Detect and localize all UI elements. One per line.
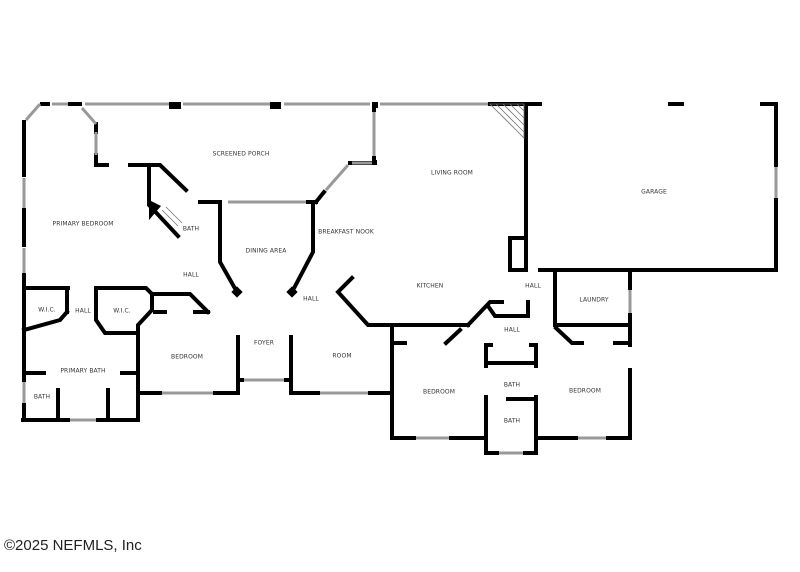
room-label-wic-1: W.I.C.	[38, 306, 56, 314]
room-label-bath-2: BATH	[33, 393, 51, 401]
room-label-bath-3: BATH	[503, 381, 521, 389]
room-label-garage: GARAGE	[641, 188, 667, 196]
room-label-wic-2: W.I.C.	[113, 307, 131, 315]
room-label-living-room: LIVING ROOM	[431, 169, 473, 177]
copyright-text: ©2025 NEFMLS, Inc	[4, 537, 142, 554]
stairs	[161, 103, 525, 227]
room-label-bath-4: BATH	[503, 417, 521, 425]
room-label-hall-1: HALL	[183, 271, 199, 279]
room-label-kitchen: KITCHEN	[416, 282, 444, 290]
room-label-breakfast-nook: BREAKFAST NOOK	[318, 228, 374, 236]
room-label-laundry: LAUNDRY	[579, 296, 609, 304]
room-label-hall-4: HALL	[504, 326, 520, 334]
room-label-dining-area: DINING AREA	[245, 247, 287, 255]
room-label-hall-5: HALL	[75, 307, 91, 315]
room-label-room: ROOM	[332, 352, 352, 360]
room-label-hall-2: HALL	[303, 295, 319, 303]
room-label-screened-porch: SCREENED PORCH	[212, 150, 270, 158]
room-label-primary-bedroom: PRIMARY BEDROOM	[52, 220, 114, 228]
room-label-hall-3: HALL	[525, 282, 541, 290]
windows	[22, 102, 778, 455]
room-label-bath-1: BATH	[182, 225, 200, 233]
walls	[21, 102, 778, 455]
room-label-bedroom-2: BEDROOM	[422, 388, 456, 396]
room-label-bedroom-1: BEDROOM	[170, 353, 204, 361]
room-label-bedroom-3: BEDROOM	[568, 387, 602, 395]
room-label-foyer: FOYER	[254, 339, 274, 347]
room-label-primary-bath: PRIMARY BATH	[60, 367, 106, 375]
wall-blocks	[149, 102, 378, 298]
